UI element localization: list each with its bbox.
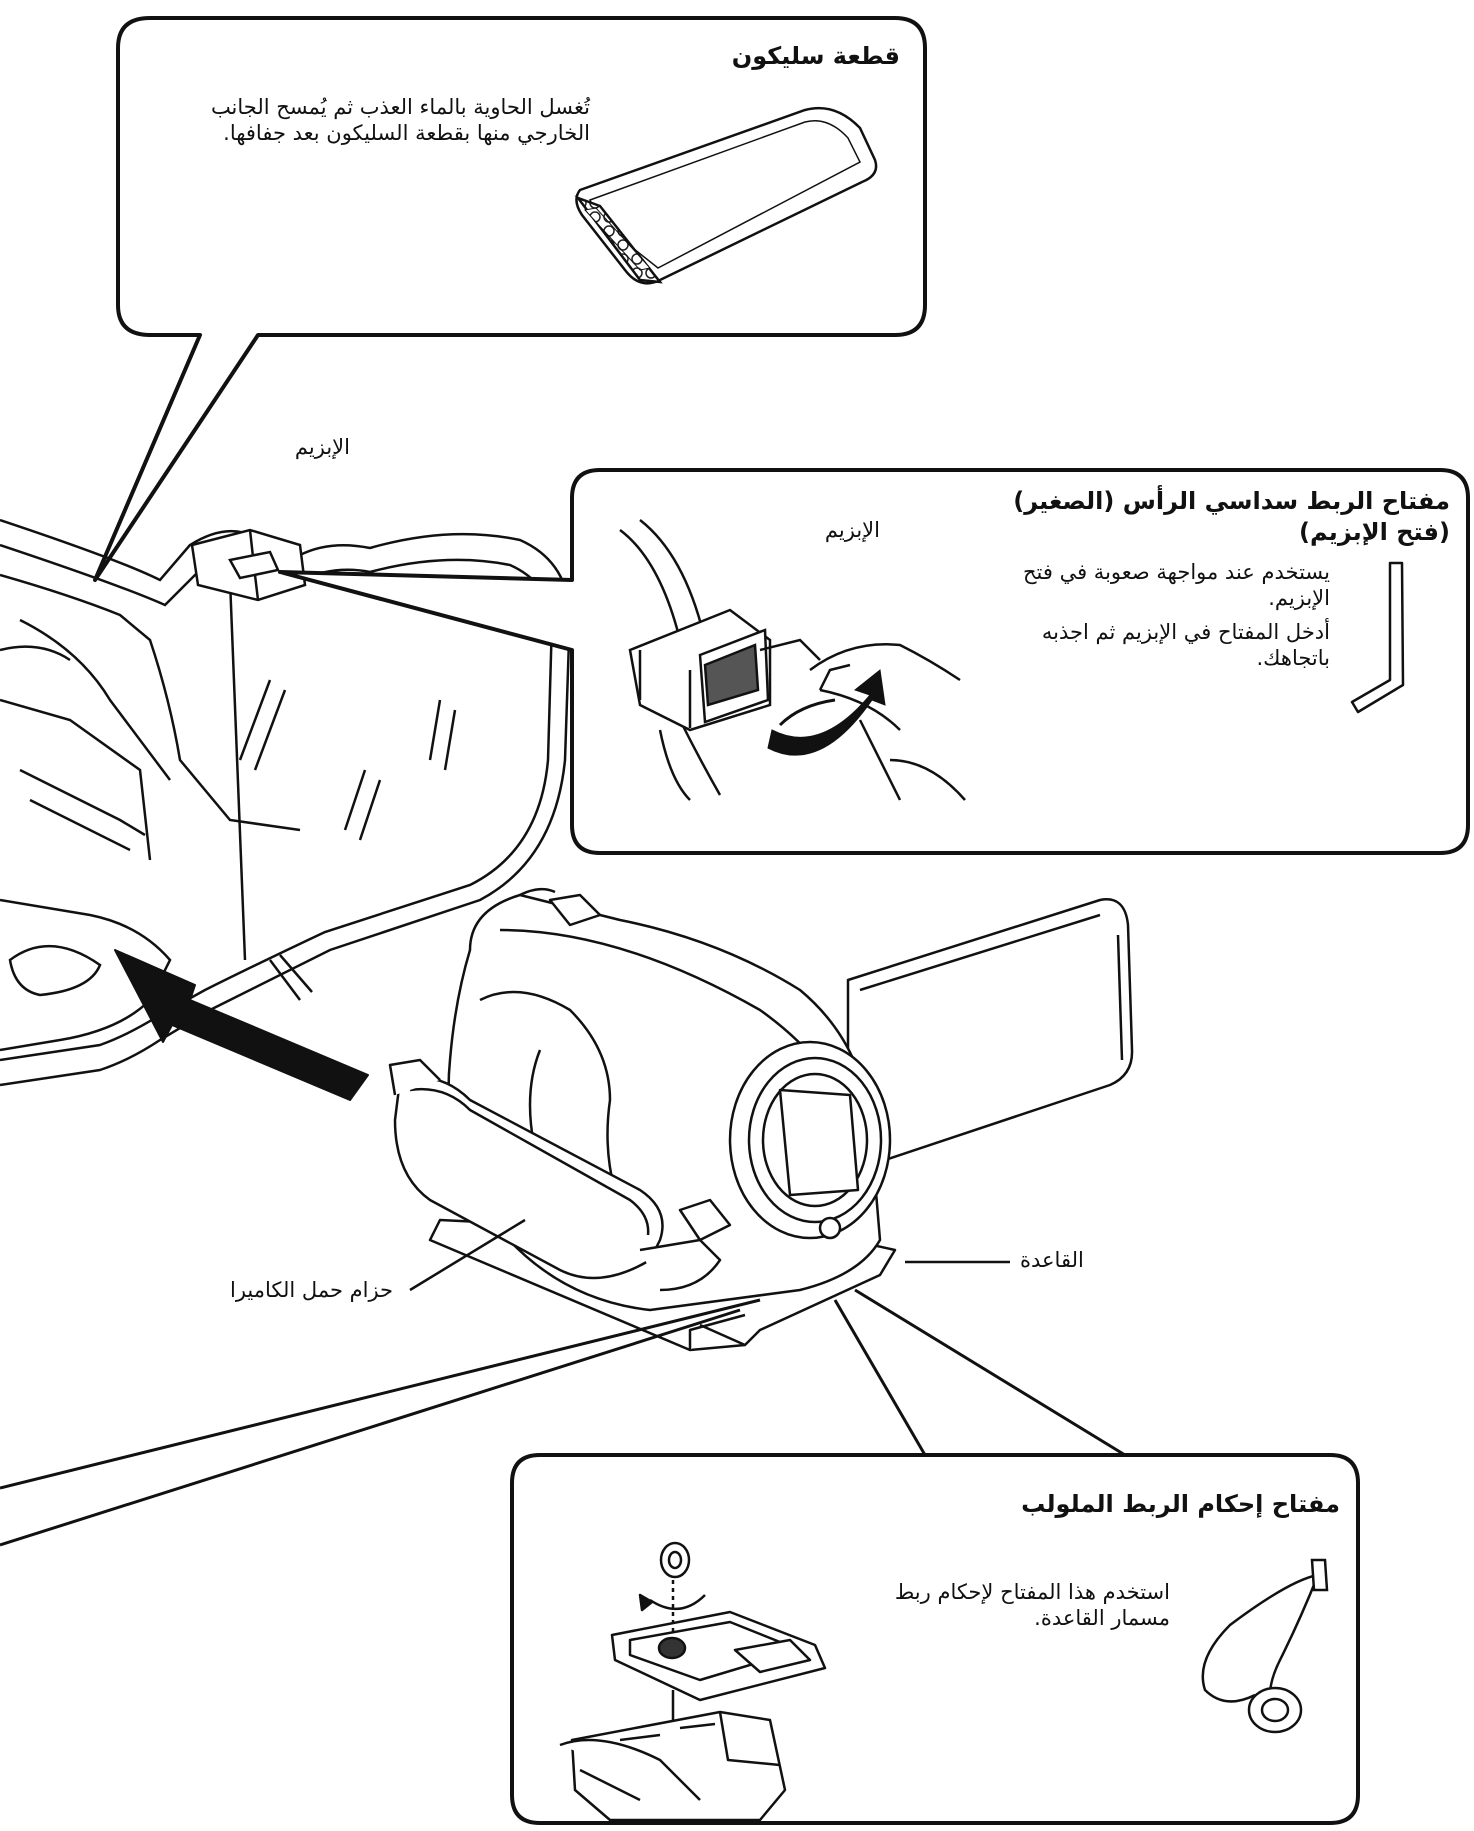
pull-direction-arrow <box>767 669 886 756</box>
hex-key-callout-bubble <box>278 468 1470 855</box>
hex-key-title-line2: (فتح الإبزيم) <box>1299 518 1450 546</box>
base-label: القاعدة <box>1020 1248 1084 1272</box>
hex-key-buckle-label: الإبزيم <box>824 518 880 542</box>
buckle-detail-illustration <box>619 519 966 801</box>
camera-strap-label: حزام حمل الكاميرا <box>230 1278 394 1302</box>
silicone-description: تُغسل الحاوية بالماء العذب ثم يُمسح الجا… <box>210 95 590 145</box>
silicone-cloth <box>574 106 878 285</box>
screw-key-title: مفتاح إحكام الربط الملولب <box>1021 1490 1340 1518</box>
insert-direction-arrow <box>114 949 369 1101</box>
callout-pointer-lines <box>0 1288 1126 1547</box>
housing-illustration <box>0 518 572 1087</box>
hex-key-instruction-1: يستخدم عند مواجهة صعوبة في فتح الإبزيم. <box>1022 560 1330 610</box>
screw-key-description: استخدم هذا المفتاح لإحكام ربط مسمار القا… <box>894 1580 1170 1630</box>
hex-key-title-line1: مفتاح الربط سداسي الرأس (الصغير) <box>1013 487 1450 515</box>
hex-key-instruction-2: أدخل المفتاح في الإبزيم ثم اجذبه باتجاهك… <box>1041 620 1330 670</box>
base-assembly-illustration <box>559 1541 827 1822</box>
hex-key-icon <box>1350 561 1405 714</box>
camcorder-illustration <box>388 887 1134 1352</box>
screw-key-icon <box>1201 1558 1329 1734</box>
strap-leader-line <box>409 1218 526 1292</box>
buckle-label: الإبزيم <box>294 435 350 459</box>
silicone-title: قطعة سليكون <box>731 42 900 70</box>
